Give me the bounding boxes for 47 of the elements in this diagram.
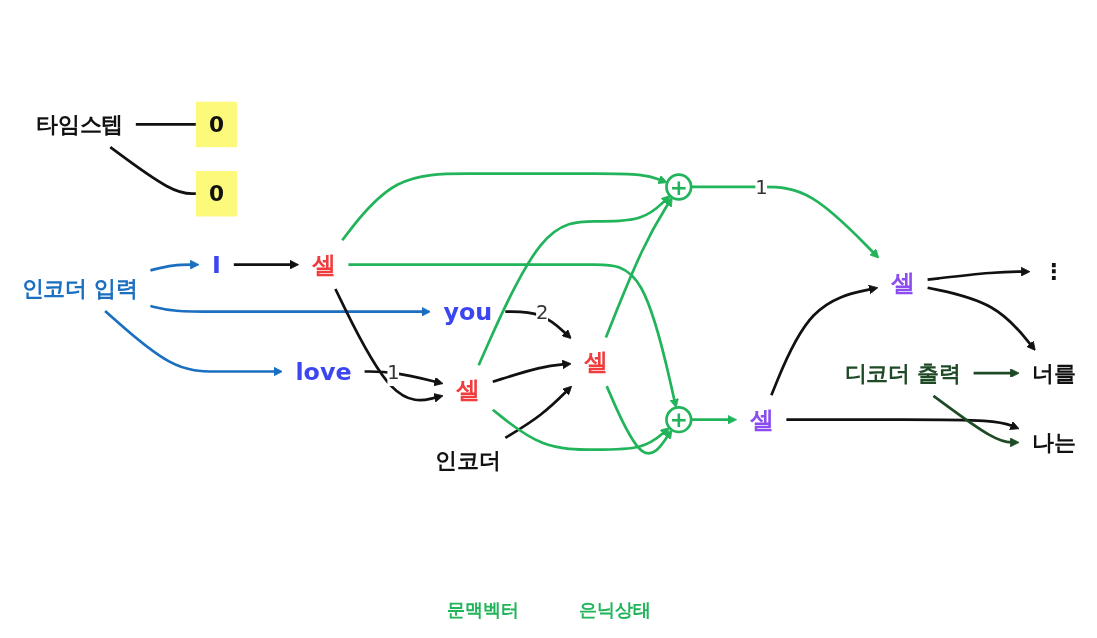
node-text: I: [211, 251, 221, 279]
arrow: [348, 263, 679, 409]
node-box: 0: [195, 101, 237, 148]
arrow: [505, 310, 572, 340]
node-text: 셀: [749, 406, 774, 434]
arrow: [786, 418, 1020, 430]
node-text: you: [443, 298, 493, 326]
node-text: 셀: [584, 348, 609, 376]
connector: [109, 146, 196, 196]
annotation-text: 문맥벡터: [446, 598, 519, 622]
arrow: [927, 266, 1031, 281]
arrow: [927, 286, 1036, 351]
arrow: [504, 385, 573, 439]
connector: [135, 123, 196, 126]
node-text: ⋮: [1042, 258, 1065, 285]
arrow: [150, 304, 431, 317]
node-text: 너를: [1032, 360, 1076, 387]
arrow: [341, 172, 668, 242]
arrow: [605, 385, 673, 455]
arrow: [691, 414, 737, 425]
arrow: [604, 196, 673, 338]
arrow: [104, 309, 283, 377]
arrow: [973, 368, 1020, 378]
annotation-text: 은닉상태: [578, 598, 651, 622]
node-text: 타임스텝: [36, 111, 123, 138]
edge-label: 2: [536, 300, 549, 324]
arrow: [932, 394, 1020, 448]
arrow: [233, 259, 300, 270]
node-text: 인코더: [435, 447, 501, 474]
node-text: 셀: [890, 268, 915, 297]
node-circle: +: [665, 173, 693, 201]
node-circle: +: [665, 406, 693, 434]
edge-label: 1: [387, 360, 400, 383]
arrow: [491, 408, 670, 452]
node-text: 나는: [1032, 429, 1076, 456]
node-text: love: [295, 357, 352, 386]
arrow: [150, 259, 200, 272]
node-text: 셀: [455, 376, 480, 404]
node-text: 인코더 입력: [21, 275, 138, 302]
arrow: [691, 185, 880, 259]
arrow: [492, 359, 572, 384]
edge-label: 1: [755, 175, 768, 199]
node-box: 0: [195, 171, 237, 217]
arrow: [770, 284, 879, 396]
node-text: 셀: [311, 251, 336, 279]
node-text: 디코더 출력: [844, 360, 961, 387]
arrow: [477, 195, 671, 366]
